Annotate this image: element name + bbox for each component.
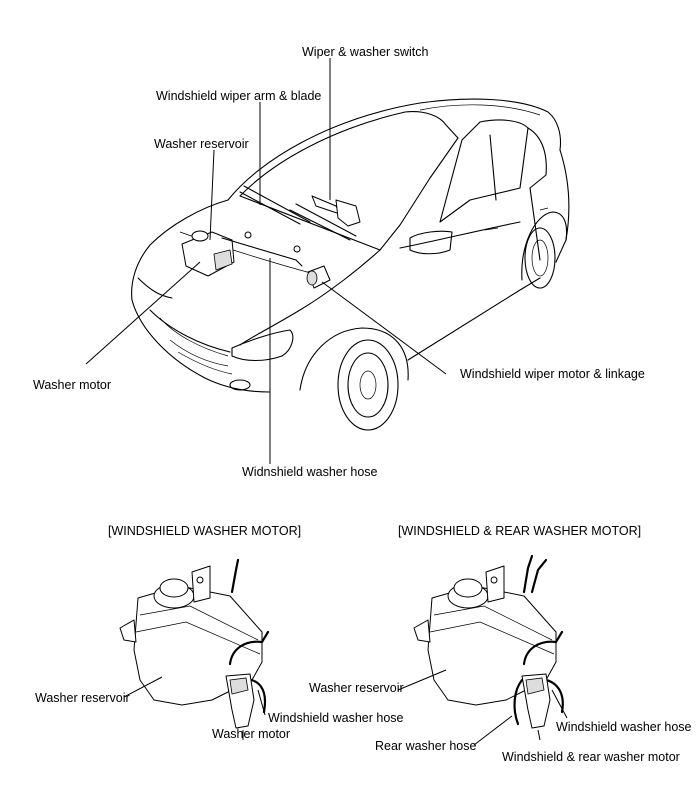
label-wiper-arm-blade: Windshield wiper arm & blade	[156, 89, 321, 103]
right-washer-reservoir-drawing	[413, 554, 564, 729]
label-washer-reservoir-main: Washer reservoir	[154, 137, 249, 151]
left-leader-lines	[123, 676, 266, 740]
right-label-windshield-rear-washer-motor: Windshield & rear washer motor	[502, 750, 680, 764]
right-detail-title: [WINDSHIELD & REAR WASHER MOTOR]	[398, 524, 641, 538]
right-label-windshield-washer-hose: Windshield washer hose	[556, 720, 692, 734]
label-washer-hose-main: Widnshield washer hose	[242, 465, 378, 479]
washer-reservoir-part	[181, 230, 235, 277]
label-wiper-washer-switch: Wiper & washer switch	[302, 45, 428, 59]
label-washer-motor-main: Washer motor	[33, 378, 111, 392]
wiper-arm-blade-parts	[239, 185, 357, 241]
wiper-motor-part	[306, 265, 331, 289]
right-label-rear-washer-hose: Rear washer hose	[375, 739, 476, 753]
left-label-windshield-washer-hose: Windshield washer hose	[268, 711, 404, 725]
right-leader-lines	[397, 669, 568, 746]
right-label-washer-reservoir: Washer reservoir	[309, 681, 404, 695]
left-detail-title: [WINDSHIELD WASHER MOTOR]	[108, 524, 301, 538]
wiper-washer-switch-part	[311, 195, 361, 227]
main-leader-lines	[85, 58, 447, 464]
left-label-washer-motor: Washer motor	[212, 727, 290, 741]
left-label-washer-reservoir: Washer reservoir	[35, 691, 130, 705]
label-wiper-motor-linkage: Windshield wiper motor & linkage	[460, 367, 645, 381]
washer-hose-part	[221, 231, 303, 267]
left-washer-reservoir-drawing	[119, 558, 270, 729]
